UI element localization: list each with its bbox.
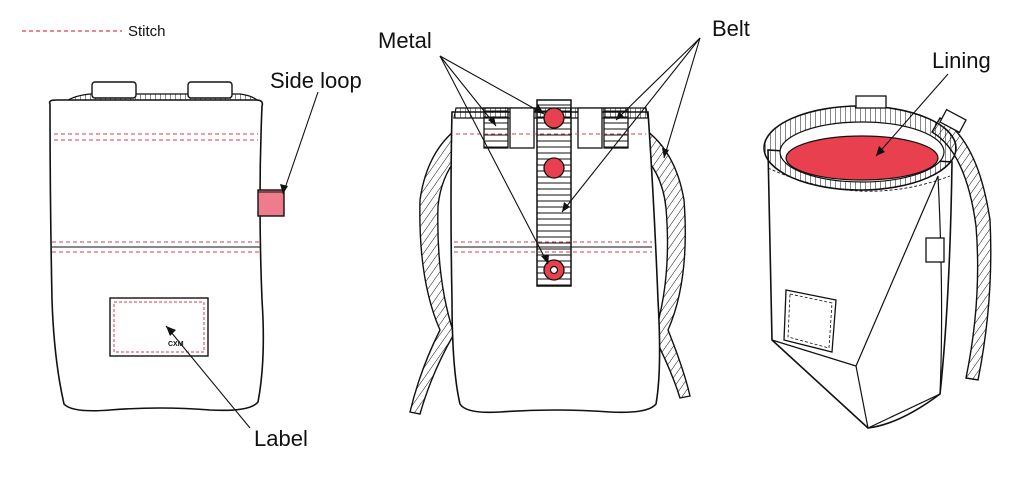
belt-loop-right-1 (577, 107, 603, 149)
open-bag-body (767, 149, 953, 429)
front-bag-body (48, 99, 265, 412)
lining-fill (785, 135, 939, 181)
belt-arrowhead-1 (562, 202, 570, 212)
open-label-patch (783, 289, 837, 353)
lining-leader (875, 73, 949, 157)
lining-arrowhead (876, 146, 885, 156)
stitch-legend-label: Stitch (128, 23, 166, 40)
open-strap (931, 117, 992, 381)
belt-leader-3 (663, 37, 701, 159)
callout-arrowheads (166, 104, 885, 336)
belt-leader-1 (561, 37, 701, 213)
label-patch (109, 297, 209, 357)
callout-lines (165, 37, 949, 429)
metal-rivet-2 (543, 157, 565, 179)
open-bag-side-fold (855, 175, 943, 429)
open-bag-corner (771, 339, 857, 367)
belt-loop-left-1 (483, 107, 509, 149)
label-patch-stitch (113, 301, 205, 353)
belt-loop-left-2 (509, 107, 535, 149)
belt-leader-2 (615, 37, 701, 121)
side-loop-arrowhead (280, 184, 288, 194)
metal-label: Metal (378, 28, 432, 53)
metal-snap-center (549, 265, 559, 275)
open-top-tab (855, 95, 887, 109)
belt-arrowhead-2 (616, 111, 624, 120)
bag-back-view (409, 99, 691, 415)
label-arrowhead (166, 326, 176, 336)
metal-arrowhead-1 (534, 104, 544, 114)
metal-leader-2 (439, 55, 497, 127)
belt-strap-right (603, 113, 691, 399)
side-loop (257, 189, 285, 217)
metal-leader-3 (439, 55, 549, 265)
metal-rivet-1 (543, 107, 565, 129)
belt-strap-left (409, 111, 499, 415)
side-loop-label: Side loop (270, 68, 362, 93)
front-strap-tab-right (187, 81, 233, 99)
lining-label: Lining (932, 48, 991, 73)
metal-arrowhead-3 (541, 255, 549, 264)
front-strap-tab-left (91, 81, 137, 99)
bag-front-view: CXM (48, 81, 285, 412)
belt-loop-right-2 (603, 107, 629, 149)
open-strap-tab (939, 108, 967, 134)
metal-arrowhead-2 (488, 116, 496, 126)
metal-leader-1 (439, 55, 545, 115)
bag-open-view (763, 95, 992, 429)
label-leader (165, 325, 251, 429)
belt-arrowhead-3 (662, 148, 669, 158)
center-belt (536, 99, 572, 287)
legend: Stitch (22, 23, 166, 40)
side-loop-leader (282, 91, 319, 195)
label-tag-text: CXM (168, 341, 184, 348)
belt-label: Belt (712, 16, 750, 41)
label-callout-label: Label (254, 426, 308, 451)
open-side-loop (925, 237, 945, 263)
